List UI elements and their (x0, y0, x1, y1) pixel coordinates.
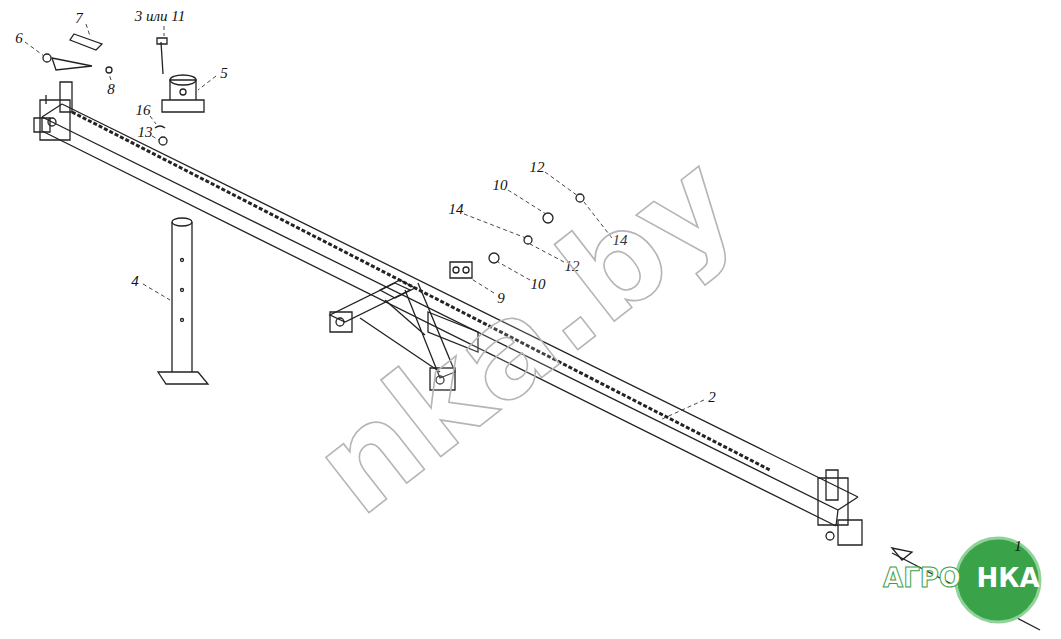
callout-number: 13 (138, 125, 153, 140)
callout-number: 10 (493, 178, 508, 193)
callout-number: 14 (449, 202, 464, 217)
callout-number: 6 (15, 31, 23, 46)
logo-text: НКА (976, 565, 1039, 591)
callout-number: 3 или 11 (135, 9, 185, 24)
logo-text: АГРО (883, 565, 961, 591)
callout-number: 5 (220, 66, 228, 81)
callout-number: 2 (708, 390, 716, 405)
callout-number: 4 (131, 274, 139, 289)
callout-number: 16 (136, 103, 151, 118)
callout-number: 7 (75, 11, 83, 26)
callout-number: 1 (1014, 539, 1022, 554)
watermark: nka.by (294, 135, 756, 535)
callout-number: 12 (530, 160, 545, 175)
callout-number: 8 (107, 82, 115, 97)
